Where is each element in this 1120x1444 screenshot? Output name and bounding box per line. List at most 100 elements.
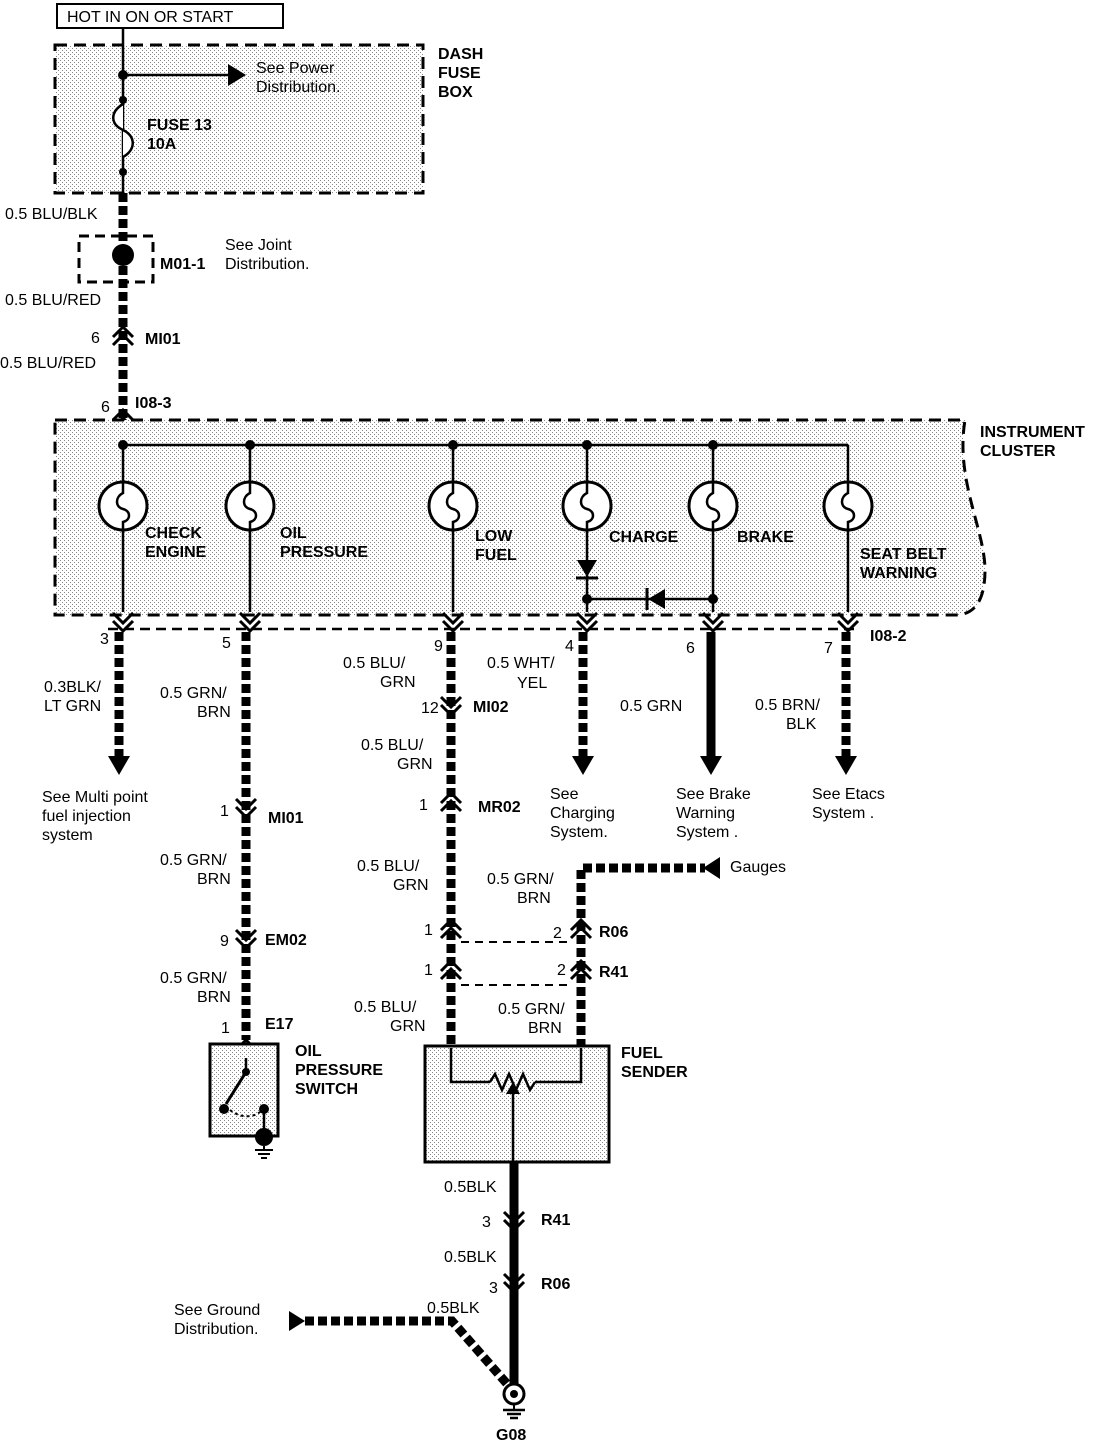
oil-switch-label-1: OIL (295, 1043, 322, 1060)
connector-r41-top-symbol (439, 958, 593, 981)
ref-etacs-1: See Etacs (812, 786, 885, 803)
lamp-label-check-engine-2: ENGINE (145, 544, 207, 561)
lamp-low-fuel (427, 445, 479, 612)
wire-label-charge-1: 0.5 WHT/ (487, 655, 555, 672)
wire-label-gauge-2b: BRN (528, 1020, 562, 1037)
fuse-label-1: FUSE 13 (147, 117, 212, 134)
connector-mr02-symbol (439, 790, 463, 813)
ground-g08-symbol (502, 1382, 526, 1420)
wire-label-charge-2: YEL (517, 675, 547, 692)
lamp-label-low-fuel-2: FUEL (475, 547, 517, 564)
connector-mi02-symbol (439, 695, 463, 718)
pin-low-fuel: 9 (434, 638, 443, 655)
wire-label-oil-1a: 0.5 GRN/ (160, 685, 227, 702)
wire-label-gauge-1a: 0.5 GRN/ (487, 871, 554, 888)
connector-r41-bot-pin: 3 (482, 1214, 491, 1231)
oil-pressure-switch-symbol (219, 1058, 273, 1159)
wire-label-blu-red-2: 0.5 BLU/RED (0, 355, 96, 372)
wire-label-fuel-2b: GRN (397, 756, 433, 773)
lamp-label-seat-belt-1: SEAT BELT (860, 546, 947, 563)
wire-label-fuel-2a: 0.5 BLU/ (361, 737, 424, 754)
diode-charge-brake (587, 588, 713, 610)
pin-brake: 6 (686, 640, 695, 657)
ref-charging-3: System. (550, 824, 608, 841)
connector-r41-top-pin-right: 2 (557, 962, 566, 979)
connector-r06-bot-pin: 3 (489, 1280, 498, 1297)
wire-label-oil-3b: BRN (197, 989, 231, 1006)
lamp-label-brake: BRAKE (737, 529, 794, 546)
connector-r06-top-symbol (439, 917, 593, 940)
fuel-sender-label-2: SENDER (621, 1064, 688, 1081)
connector-r06-top-pin-right: 2 (553, 925, 562, 942)
oil-switch-label-3: SWITCH (295, 1081, 358, 1098)
lamp-charge (561, 445, 613, 612)
lamp-label-seat-belt-2: WARNING (860, 565, 937, 582)
wire-label-gnd-2: 0.5BLK (444, 1249, 497, 1266)
bus-junctions (118, 440, 718, 450)
pin-oil-pressure: 5 (222, 635, 231, 652)
connector-r41-bot-symbol (502, 1210, 526, 1233)
fuel-sender-symbol (449, 1048, 583, 1162)
arrow-brake (700, 756, 722, 775)
fuse-box-title-3: BOX (438, 84, 473, 101)
wire-label-blu-red-1: 0.5 BLU/RED (5, 292, 101, 309)
wire-label-blu-blk: 0.5 BLU/BLK (5, 206, 98, 223)
ref-ground-2: Distribution. (174, 1321, 258, 1338)
oil-pressure-switch-box (208, 1042, 280, 1138)
ref-mpi-2: fuel injection (42, 808, 131, 825)
connector-r06-bot-symbol (502, 1272, 526, 1295)
connector-r06-top-pin-left: 1 (424, 922, 433, 939)
lamp-label-oil-pressure-2: PRESSURE (280, 544, 368, 561)
connector-em02-pin: 9 (220, 933, 229, 950)
wire-label-gauge-1b: BRN (517, 890, 551, 907)
wire-label-fuel-4a: 0.5 BLU/ (354, 999, 417, 1016)
wire-label-oil-1b: BRN (197, 704, 231, 721)
connector-i08-2-id: I08-2 (870, 628, 907, 645)
wire-label-seat-2: BLK (786, 716, 817, 733)
connector-e17-id: E17 (265, 1016, 294, 1033)
fuse-terminal-bottom (119, 168, 127, 176)
fuse-box-title-2: FUSE (438, 65, 481, 82)
pin-charge: 4 (565, 638, 574, 655)
connector-mr02-pin: 1 (419, 797, 428, 814)
header-title: HOT IN ON OR START (67, 9, 233, 26)
connector-mi01-top-pin: 6 (91, 330, 100, 347)
connector-em02-symbol (234, 928, 258, 951)
lamp-brake (687, 445, 739, 612)
pin-seat-belt: 7 (824, 640, 833, 657)
wire-label-seat-1: 0.5 BRN/ (755, 697, 820, 714)
wire-ground-distribution (305, 1316, 512, 1388)
ref-brake-3: System . (676, 824, 738, 841)
wire-label-gnd-3: 0.5BLK (427, 1300, 480, 1317)
arrow-charge (572, 756, 594, 775)
arrow-ground-distribution (289, 1311, 305, 1331)
connector-mi02-id: MI02 (473, 699, 509, 716)
connector-r06-bot-id: R06 (541, 1276, 570, 1293)
header-box (56, 3, 284, 29)
connector-r06-top-id: R06 (599, 924, 628, 941)
dash-fuse-box (53, 43, 425, 195)
wire-label-gauge-2a: 0.5 GRN/ (498, 1001, 565, 1018)
ref-mpi-3: system (42, 827, 93, 844)
connector-r41-bot-id: R41 (541, 1212, 570, 1229)
see-power-1: See Power (256, 60, 335, 77)
pin-check-engine: 3 (100, 631, 109, 648)
fuse-box-title-1: DASH (438, 46, 483, 63)
cluster-title-1: INSTRUMENT (980, 424, 1085, 441)
wire-label-check-engine-1: 0.3BLK/ (44, 679, 101, 696)
wire-label-check-engine-2: LT GRN (44, 698, 101, 715)
wire-label-fuel-4b: GRN (390, 1018, 426, 1035)
ref-charging-2: Charging (550, 805, 615, 822)
fuse-13-symbol (112, 102, 134, 159)
connector-r41-top-id: R41 (599, 964, 628, 981)
connector-mi01-oil-id: MI01 (268, 810, 304, 827)
ground-g08-label: G08 (496, 1427, 526, 1444)
ref-ground-1: See Ground (174, 1302, 260, 1319)
cluster-title-2: CLUSTER (980, 443, 1056, 460)
connector-mi01-oil-pin: 1 (220, 803, 229, 820)
connector-mi02-pin: 12 (421, 700, 439, 717)
joint-m01-1-dot (112, 244, 134, 266)
ref-gauges: Gauges (730, 859, 786, 876)
lamp-oil-pressure (224, 445, 276, 612)
